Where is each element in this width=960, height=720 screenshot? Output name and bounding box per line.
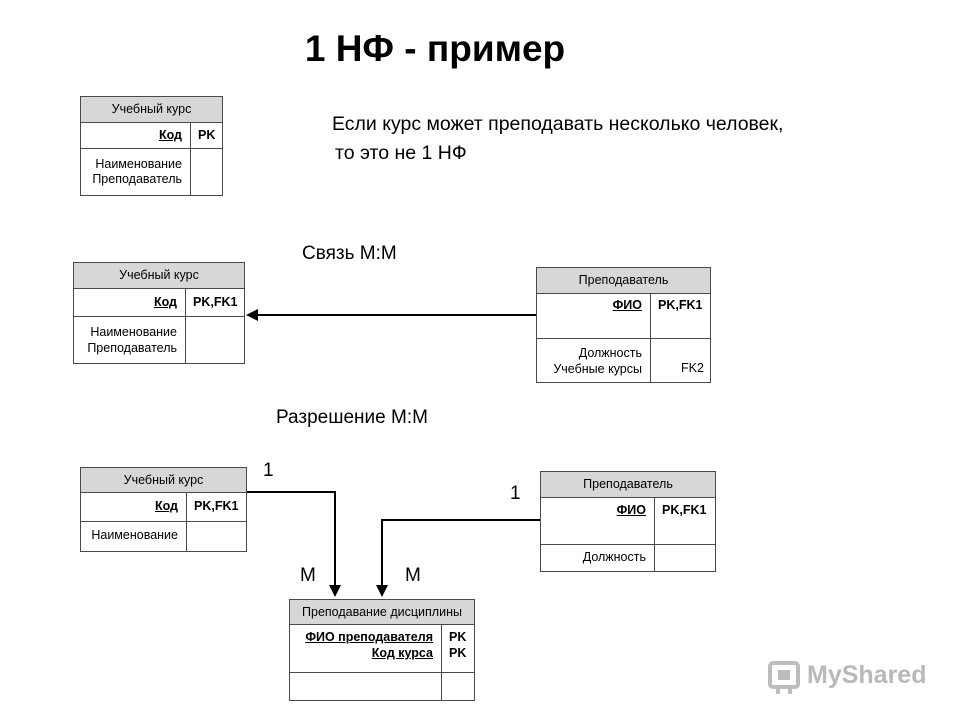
cardinality-course-many: М — [300, 565, 316, 586]
entity-header: Учебный курс — [81, 468, 246, 493]
key-type: PK,FK1 — [658, 298, 703, 312]
entity-course-resolved: Учебный курс Код PK,FK1 Наименование — [80, 467, 247, 552]
course-to-link-line — [247, 491, 341, 597]
logo-icon — [768, 661, 800, 694]
attr-type: FK2 — [681, 361, 704, 375]
cardinality-course-one: 1 — [263, 460, 274, 481]
entity-course-mm: Учебный курс Код PK,FK1 Наименование Пре… — [73, 262, 245, 364]
attr-fields: Наименование Преподаватель — [81, 149, 191, 195]
attr-fields: Наименование Преподаватель — [74, 317, 186, 363]
entity-attr-row: Должность Учебные курсы FK2 — [537, 339, 710, 382]
entity-key-row: Код PK,FK1 — [81, 493, 246, 522]
entity-key-row: Код PK — [81, 123, 222, 149]
entity-key-row: ФИО PK,FK1 — [537, 294, 710, 339]
entity-attr-row: Наименование Преподаватель — [74, 317, 244, 363]
attr-type — [655, 545, 662, 571]
key-type: PK — [198, 128, 216, 142]
attr-fields: Должность Учебные курсы — [537, 339, 651, 382]
entity-teacher-resolved: Преподаватель ФИО PK,FK1 Должность — [540, 471, 716, 572]
key-types: PK PK — [449, 630, 467, 660]
key-type: PK,FK1 — [194, 499, 239, 513]
entity-header: Учебный курс — [74, 263, 244, 289]
key-field: Код — [153, 295, 177, 309]
key-type: PK,FK1 — [193, 295, 238, 309]
note-line-2: то это не 1 НФ — [335, 142, 467, 164]
entity-attr-row: Наименование Преподаватель — [81, 149, 222, 195]
key-field: ФИО — [612, 298, 642, 312]
cardinality-teacher-many: М — [405, 565, 421, 586]
entity-teacher-mm: Преподаватель ФИО PK,FK1 Должность Учебн… — [536, 267, 711, 383]
attr-fields: Наименование — [81, 522, 187, 551]
attr-type — [187, 522, 194, 551]
entity-key-row: Код PK,FK1 — [74, 289, 244, 317]
logo-text: MyShared — [807, 661, 927, 689]
key-field: Код — [154, 499, 178, 513]
entity-key-row: ФИО PK,FK1 — [541, 498, 715, 545]
mm-resolution-label: Разрешение М:М — [276, 407, 428, 428]
teacher-to-link-line — [376, 519, 540, 597]
myshared-logo: MyShared — [767, 655, 927, 699]
entity-attr-row — [290, 673, 474, 700]
entity-header: Преподаватель — [541, 472, 715, 498]
entity-key-row: ФИО преподавателя Код курса PK PK — [290, 625, 474, 673]
note-line-1: Если курс может преподавать несколько че… — [332, 113, 784, 135]
attr-fields: Должность — [541, 545, 655, 571]
entity-attr-row: Должность — [541, 545, 715, 571]
entity-course-1nf: Учебный курс Код PK Наименование Препода… — [80, 96, 223, 196]
cardinality-teacher-one: 1 — [510, 483, 521, 504]
attr-type — [186, 317, 193, 363]
note-text: Если курс может преподавать несколько че… — [332, 110, 783, 168]
key-type: PK,FK1 — [662, 503, 707, 517]
key-fields: ФИО преподавателя Код курса — [290, 625, 442, 672]
key-field: Код — [158, 128, 182, 142]
mm-relation-label: Связь М:М — [302, 243, 397, 264]
entity-header: Преподавание дисциплины — [290, 600, 474, 625]
entity-attr-row: Наименование — [81, 522, 246, 551]
slide-title: 1 НФ - пример — [304, 28, 566, 69]
attr-type — [191, 149, 198, 195]
entity-header: Учебный курс — [81, 97, 222, 123]
entity-header: Преподаватель — [537, 268, 710, 294]
entity-teaching-link: Преподавание дисциплины ФИО преподавател… — [289, 599, 475, 701]
key-field: ФИО — [616, 503, 646, 517]
